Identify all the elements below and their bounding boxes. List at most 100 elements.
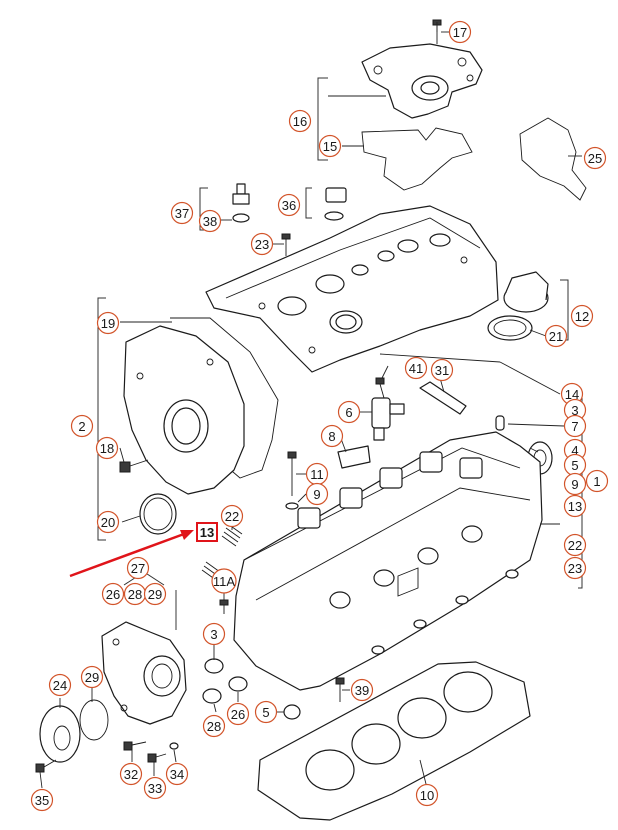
highlight-arrow <box>69 530 194 578</box>
upper-housing-part <box>361 43 483 119</box>
plug-5-part <box>283 704 301 720</box>
callout-label: 39 <box>355 683 369 698</box>
callout-27: 27 <box>126 556 150 580</box>
sensor-6-part <box>371 377 405 441</box>
bushing-3-part <box>204 658 224 674</box>
flange-24-part <box>39 705 81 763</box>
oil-cap-part <box>487 271 549 341</box>
bushing-26-part <box>228 676 248 692</box>
callout-label: 2 <box>78 419 85 434</box>
callout-label: 21 <box>549 329 563 344</box>
bolt-33-part <box>147 753 167 763</box>
callout-label: 28 <box>128 587 142 602</box>
callout-23: 23 <box>250 232 274 256</box>
callout-22: 22 <box>563 533 587 557</box>
callout-label: 33 <box>148 781 162 796</box>
callout-18: 18 <box>95 436 119 460</box>
callout-label: 19 <box>101 316 115 331</box>
callout-label: 18 <box>100 441 114 456</box>
bolt-23-top-part <box>281 233 291 256</box>
callout-label: 41 <box>409 361 423 376</box>
callout-label: 13 <box>200 525 214 540</box>
callout-label: 31 <box>435 363 449 378</box>
callout-8: 8 <box>320 424 344 448</box>
callout-label: 5 <box>262 705 269 720</box>
callout-3: 3 <box>202 622 226 646</box>
pin-7-part <box>495 415 505 431</box>
callout-36: 36 <box>277 193 301 217</box>
callout-label: 23 <box>255 237 269 252</box>
callout-15: 15 <box>318 134 342 158</box>
callout-label: 14 <box>565 387 579 402</box>
head-cover-part <box>205 205 499 373</box>
callout-10: 10 <box>415 783 439 807</box>
callout-label: 22 <box>568 538 582 553</box>
gasket-25-part <box>519 117 587 201</box>
callout-41: 41 <box>404 356 428 380</box>
bolt-35-part <box>35 759 57 773</box>
callout-13-highlighted: 13 <box>196 522 218 542</box>
callout-29: 29 <box>143 582 167 606</box>
fitting-37-part <box>232 183 250 223</box>
callout-5: 5 <box>254 700 278 724</box>
callout-label: 37 <box>175 206 189 221</box>
callout-35: 35 <box>30 788 54 812</box>
callout-11a: 11A <box>211 568 237 594</box>
callout-label: 9 <box>313 487 320 502</box>
callout-23: 23 <box>563 556 587 580</box>
callout-label: 3 <box>210 627 217 642</box>
callout-5: 5 <box>563 453 587 477</box>
callout-label: 20 <box>101 515 115 530</box>
callout-label: 16 <box>293 114 307 129</box>
callout-label: 38 <box>203 214 217 229</box>
bolt-11a-part <box>219 599 229 614</box>
callout-12: 12 <box>570 304 594 328</box>
callout-20: 20 <box>96 510 120 534</box>
callout-33: 33 <box>143 776 167 800</box>
plate-8-part <box>337 445 371 469</box>
callout-9: 9 <box>563 472 587 496</box>
callout-label: 23 <box>568 561 582 576</box>
seal-20-part <box>139 493 177 535</box>
bolt-11-part <box>285 451 299 510</box>
callout-26: 26 <box>101 582 125 606</box>
callout-31: 31 <box>430 358 454 382</box>
callout-26: 26 <box>226 702 250 726</box>
head-gasket-part <box>257 661 531 821</box>
callout-label: 8 <box>328 429 335 444</box>
callout-label: 26 <box>231 707 245 722</box>
bolt-32-part <box>123 741 147 751</box>
callout-37: 37 <box>170 201 194 225</box>
callout-16: 16 <box>288 109 312 133</box>
callout-label: 11 <box>310 467 324 482</box>
callout-label: 17 <box>453 25 467 40</box>
leader-lines <box>39 22 582 789</box>
seal-29-part <box>79 699 109 741</box>
callout-label: 4 <box>571 443 578 458</box>
callout-25: 25 <box>583 146 607 170</box>
callout-label: 3 <box>571 403 578 418</box>
bolt-18-part <box>119 459 149 473</box>
gasket-15-part <box>361 127 473 191</box>
callout-11: 11 <box>305 462 329 486</box>
callout-9: 9 <box>305 482 329 506</box>
callout-label: 28 <box>207 719 221 734</box>
callout-34: 34 <box>165 762 189 786</box>
callout-28: 28 <box>123 582 147 606</box>
callout-label: 12 <box>575 309 589 324</box>
callout-label: 22 <box>225 509 239 524</box>
callout-label: 9 <box>571 477 578 492</box>
callout-label: 25 <box>588 151 602 166</box>
callout-label: 32 <box>124 767 138 782</box>
callout-38: 38 <box>198 209 222 233</box>
callout-39: 39 <box>350 678 374 702</box>
callout-label: 11A <box>213 574 235 589</box>
washer-34-part <box>169 742 179 750</box>
callout-6: 6 <box>337 400 361 424</box>
callout-7: 7 <box>563 414 587 438</box>
callout-label: 1 <box>593 474 600 489</box>
callout-label: 29 <box>85 670 99 685</box>
callout-label: 36 <box>282 198 296 213</box>
callout-2: 2 <box>70 414 94 438</box>
